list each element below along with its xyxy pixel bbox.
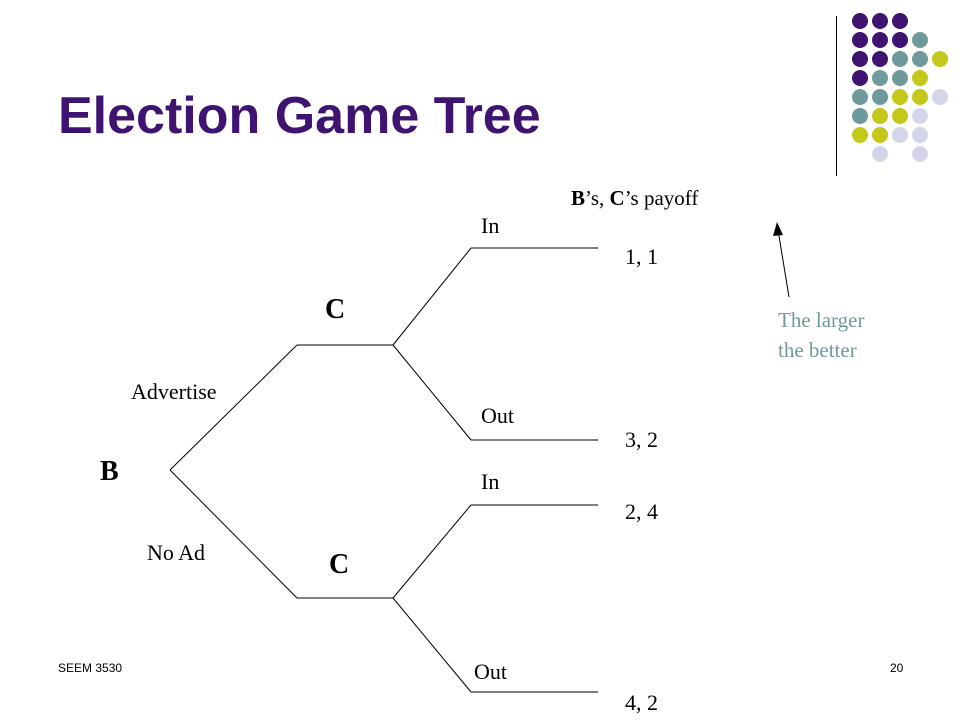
- payoff-noad-out: 4, 2: [625, 690, 658, 715]
- edge-upper-out: [392, 344, 472, 441]
- decorative-dot: [872, 70, 888, 86]
- decorative-dot: [912, 127, 928, 143]
- payoff-advertise-in: 1, 1: [625, 244, 658, 269]
- decorative-dot: [872, 146, 888, 162]
- annotation-arrow-shaft: [777, 229, 790, 298]
- payoff-header-b: B: [571, 186, 586, 210]
- decorative-dot: [892, 89, 908, 105]
- payoff-noad-in: 2, 4: [625, 499, 658, 524]
- node-lower-c: C: [329, 549, 350, 580]
- payoff-advertise-out: 3, 2: [625, 427, 658, 452]
- payoff-header-b-suffix: ’s,: [585, 186, 610, 210]
- move-upper-out: Out: [481, 403, 514, 428]
- payoff-header-c: C: [609, 186, 625, 210]
- edge-root-to-upper: [169, 344, 298, 471]
- move-lower-out: Out: [474, 659, 507, 684]
- decorative-dot: [892, 13, 908, 29]
- decorative-vertical-rule: [836, 16, 837, 176]
- move-no-ad: No Ad: [147, 540, 206, 565]
- decorative-dot: [892, 127, 908, 143]
- decorative-dot: [852, 70, 868, 86]
- annotation-line-2: the better: [778, 338, 857, 362]
- decorative-dot: [932, 51, 948, 67]
- decorative-dot: [912, 32, 928, 48]
- decorative-dot: [852, 32, 868, 48]
- decorative-dot: [872, 89, 888, 105]
- payoff-header-c-suffix: ’s payoff: [624, 186, 699, 210]
- move-upper-in: In: [481, 213, 500, 238]
- edge-lower-in: [392, 504, 472, 599]
- decorative-dot: [912, 108, 928, 124]
- slide-title: Election Game Tree: [58, 87, 541, 145]
- decorative-dot: [872, 127, 888, 143]
- decorative-dot: [912, 89, 928, 105]
- decorative-dot: [892, 70, 908, 86]
- decorative-dot: [872, 51, 888, 67]
- decorative-dot: [912, 146, 928, 162]
- decorative-dot: [892, 108, 908, 124]
- footer-page-number: 20: [890, 661, 904, 675]
- decorative-dot: [912, 70, 928, 86]
- edge-root-to-lower: [169, 469, 298, 599]
- node-upper-c: C: [325, 294, 346, 325]
- decorative-dot: [852, 89, 868, 105]
- decorative-dot: [872, 13, 888, 29]
- decorative-dot: [892, 51, 908, 67]
- decorative-dot: [892, 32, 908, 48]
- decorative-dot: [932, 89, 948, 105]
- edge-upper-in: [392, 247, 472, 346]
- edge-lower-out: [392, 597, 472, 693]
- annotation-line-1: The larger: [778, 308, 865, 332]
- decorative-dot: [852, 127, 868, 143]
- move-lower-in: In: [481, 469, 500, 494]
- decorative-dot: [912, 51, 928, 67]
- decorative-dot: [852, 13, 868, 29]
- move-advertise: Advertise: [131, 379, 217, 404]
- decorative-dot: [852, 108, 868, 124]
- annotation-text: The larger the better: [778, 305, 864, 365]
- footer-course-code: SEEM 3530: [58, 661, 123, 675]
- annotation-arrow-head: [773, 222, 783, 236]
- payoff-header: B’s, C’s payoff: [571, 186, 698, 211]
- node-root-b: B: [100, 456, 119, 487]
- decorative-dot: [872, 108, 888, 124]
- decorative-dot: [852, 51, 868, 67]
- decorative-dot: [872, 32, 888, 48]
